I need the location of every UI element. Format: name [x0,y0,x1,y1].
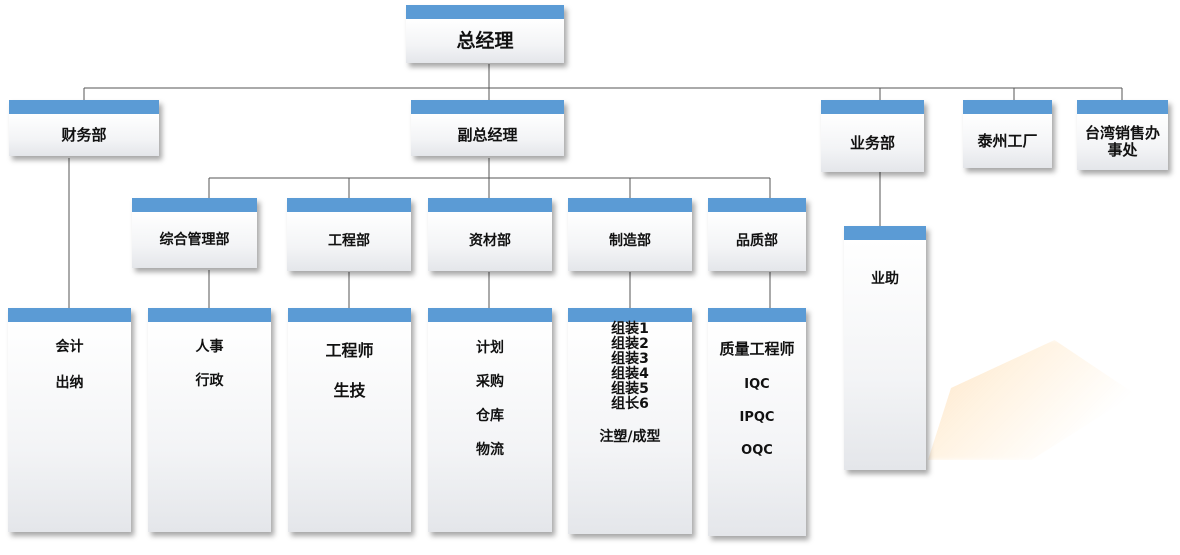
box-finance-staff[interactable]: 会计 出纳 [8,308,131,532]
box-materials-staff[interactable]: 计划 采购 仓库 物流 [428,308,552,532]
title-vice-president: 副总经理 [457,125,518,144]
staff-hr: 人事 [195,339,224,355]
title-taizhou-factory: 泰州工厂 [977,131,1038,150]
box-finance[interactable]: 财务部 [9,100,159,156]
box-taiwan-sales-office[interactable]: 台湾销售办事处 [1077,100,1168,170]
staff-production-tech: 生技 [333,381,366,400]
staff-administration: 行政 [195,373,224,389]
box-quality-dept[interactable]: 品质部 [708,198,806,271]
staff-assembly-2: 组装2 [611,336,649,352]
box-manufacturing-dept[interactable]: 制造部 [568,198,692,271]
title-general-manager: 总经理 [456,29,514,52]
staff-accountant: 会计 [55,339,84,355]
title-admin-dept: 综合管理部 [159,231,230,248]
staff-assembly-5: 组装5 [611,381,649,397]
box-engineering-staff[interactable]: 工程师 生技 [288,308,411,532]
box-sales-assistant[interactable]: 业助 [844,226,926,470]
title-taiwan-sales-office: 台湾销售办事处 [1084,124,1160,159]
staff-assembly-4: 组装4 [611,366,649,382]
staff-oqc: OQC [741,443,773,458]
box-materials-dept[interactable]: 资材部 [428,198,552,271]
box-manufacturing-staff[interactable]: 组装1 组装2 组装3 组装4 组装5 组长6 注塑/成型 [568,308,692,534]
box-sales[interactable]: 业务部 [821,100,924,172]
box-vice-president[interactable]: 副总经理 [411,100,564,156]
staff-cashier: 出纳 [55,375,84,391]
staff-assembly-1: 组装1 [611,321,649,337]
staff-sales-assistant: 业助 [871,271,899,287]
staff-iqc: IQC [744,377,770,392]
staff-injection-molding: 注塑/成型 [599,429,661,445]
title-sales: 业务部 [849,133,895,152]
box-admin-staff[interactable]: 人事 行政 [148,308,271,532]
staff-ipqc: IPQC [739,410,775,425]
title-manufacturing-dept: 制造部 [609,233,651,249]
staff-planning: 计划 [476,340,504,356]
staff-logistics: 物流 [476,442,504,458]
title-materials-dept: 资材部 [469,233,511,249]
title-engineering-dept: 工程部 [328,233,370,249]
box-engineering-dept[interactable]: 工程部 [287,198,411,271]
staff-team-leader-6: 组长6 [611,396,649,412]
title-quality-dept: 品质部 [736,233,778,249]
staff-purchasing: 采购 [476,374,504,390]
staff-quality-engineer: 质量工程师 [719,340,795,358]
staff-engineer: 工程师 [325,341,374,360]
box-admin-dept[interactable]: 综合管理部 [132,198,257,268]
staff-warehouse: 仓库 [476,408,504,424]
box-taizhou-factory[interactable]: 泰州工厂 [963,100,1052,168]
title-finance: 财务部 [61,125,107,144]
staff-assembly-3: 组装3 [611,351,649,367]
box-general-manager[interactable]: 总经理 [406,5,564,63]
box-quality-staff[interactable]: 质量工程师 IQC IPQC OQC [708,308,806,536]
